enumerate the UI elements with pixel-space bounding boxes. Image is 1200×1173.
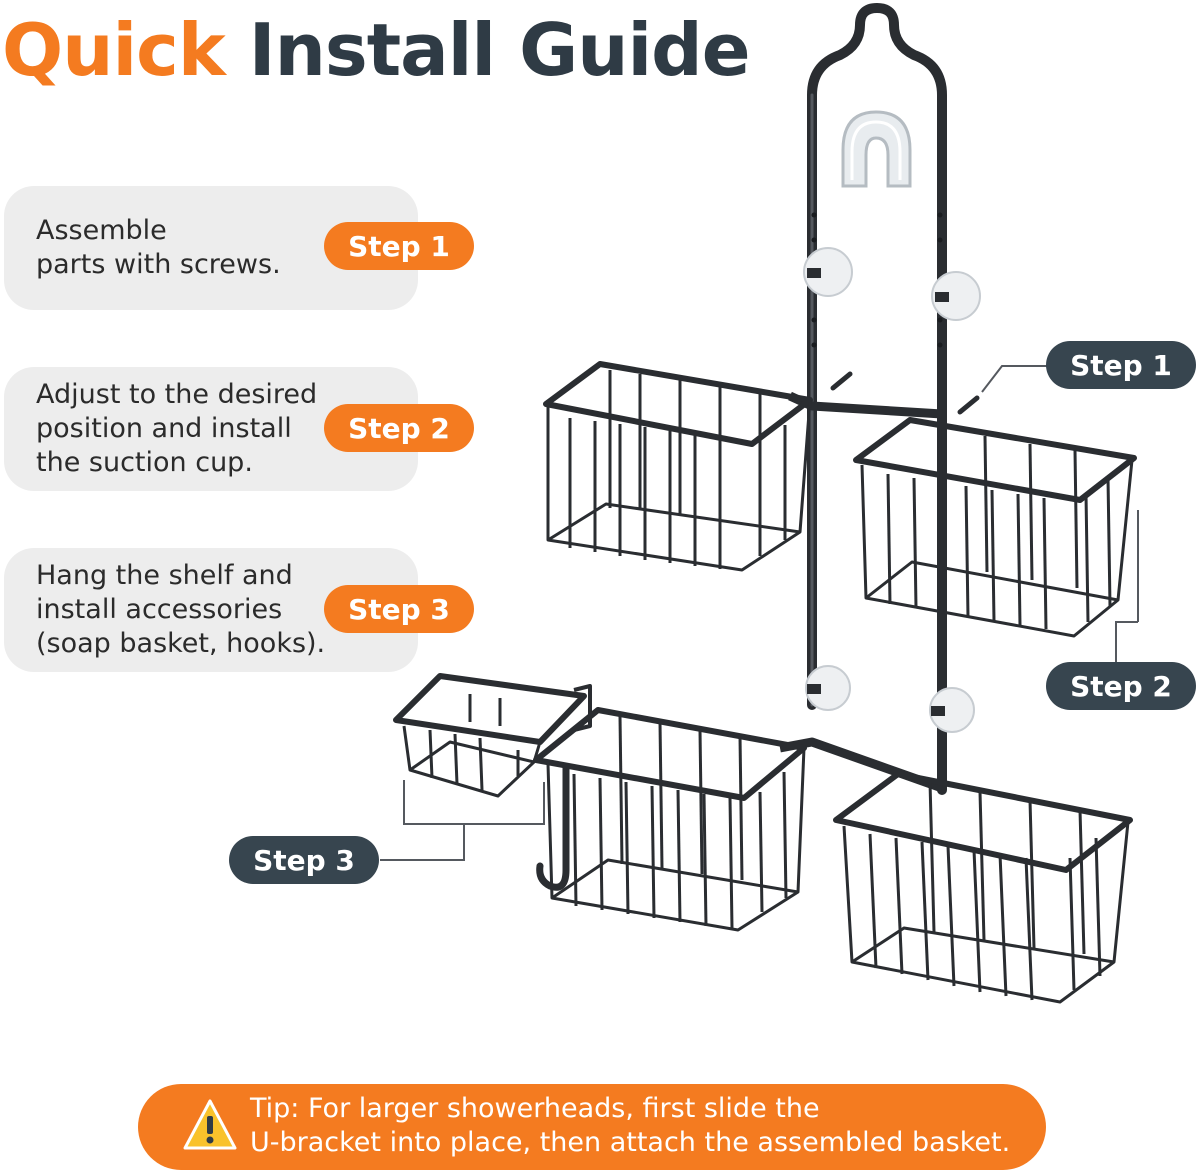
warning-icon <box>183 1099 237 1150</box>
step-3-badge: Step 3 <box>324 585 474 633</box>
callout-step-2: Step 2 <box>1046 662 1196 710</box>
tip-banner: Tip: For larger showerheads, first slide… <box>138 1084 1046 1170</box>
callout-step-1: Step 1 <box>1046 341 1196 389</box>
step-3-description: Hang the shelf and install accessories (… <box>36 560 326 659</box>
callout-step-3: Step 3 <box>229 836 379 884</box>
step-2-badge: Step 2 <box>324 404 474 452</box>
title-quick: Quick <box>2 8 226 92</box>
suction-cups <box>803 247 981 733</box>
tip-text: Tip: For larger showerheads, first slide… <box>250 1093 1011 1158</box>
u-bracket-icon <box>841 110 912 188</box>
step-1-badge: Step 1 <box>324 222 474 270</box>
shower-caddy-illustration <box>380 3 1139 1004</box>
step-2-description: Adjust to the desired position and insta… <box>36 379 318 478</box>
step-1-description: Assemble parts with screws. <box>36 215 281 280</box>
hook-icon <box>536 764 570 891</box>
title-install-guide: Install Guide <box>248 8 751 92</box>
page-title: Quick Install Guide <box>2 14 751 86</box>
